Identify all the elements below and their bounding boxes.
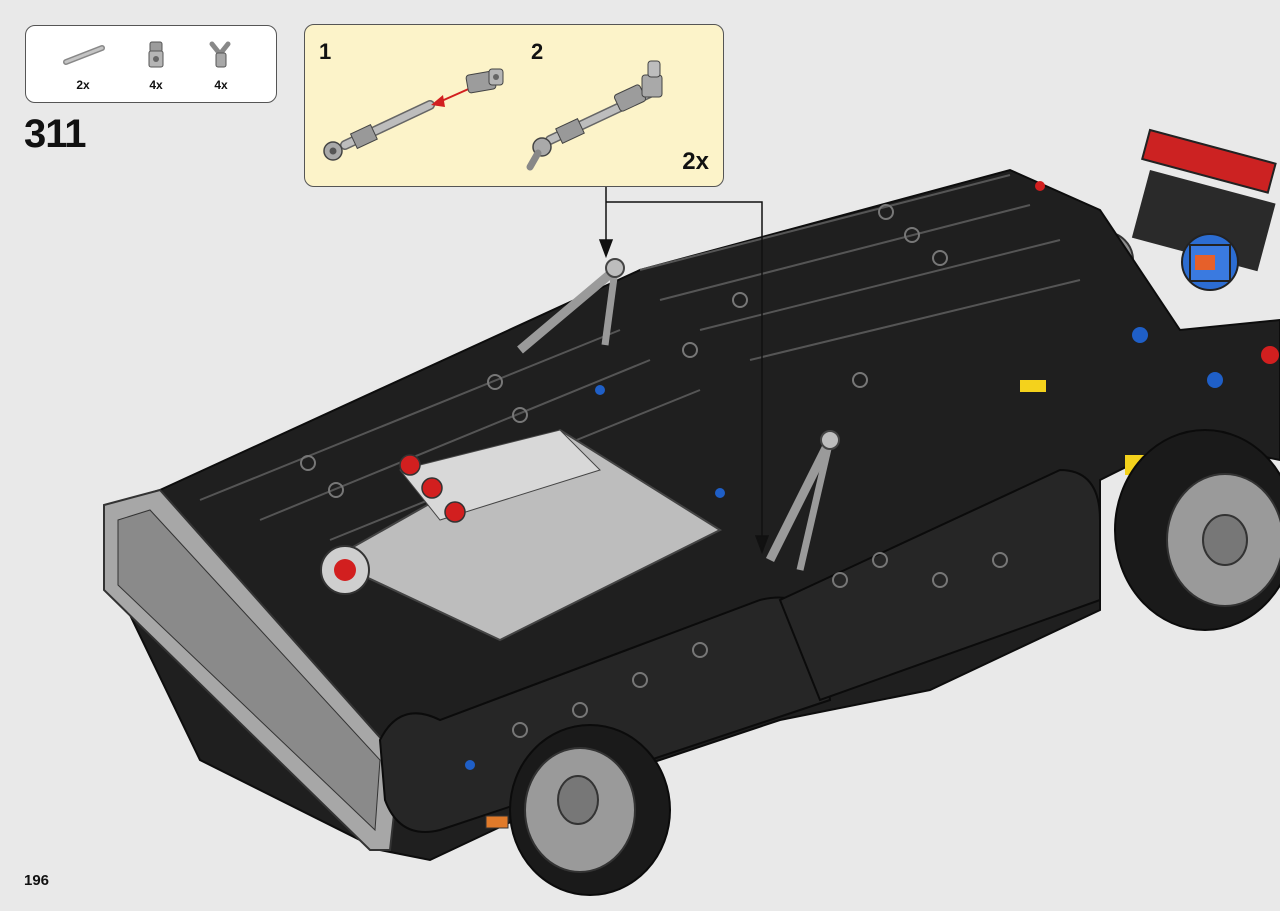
step-number: 311 <box>24 112 87 156</box>
substep-2-illustration <box>526 60 663 171</box>
parts-item: 4x <box>131 36 181 98</box>
parts-qty: 4x <box>149 78 163 92</box>
parts-item: 4x <box>196 36 246 98</box>
ball-joint-icon <box>209 41 231 68</box>
substep-1-illustration <box>323 68 504 161</box>
axle-icon <box>63 45 105 65</box>
substep-multiplier: 2x <box>682 148 709 175</box>
parts-qty: 2x <box>76 78 90 92</box>
connector-icon <box>148 41 164 68</box>
parts-list-box: 2x 4x 4x <box>25 25 277 103</box>
suspension-struts <box>517 258 840 571</box>
parts-item: 2x <box>58 36 108 98</box>
front-wheel <box>509 724 671 896</box>
substep-1-label: 1 <box>319 39 332 64</box>
callout-lines <box>598 187 770 555</box>
subassembly-callout: 1 2 2x <box>304 24 724 187</box>
parts-qty: 4x <box>214 78 228 92</box>
substep-2-label: 2 <box>531 39 544 64</box>
page-number: 196 <box>24 872 50 889</box>
rear-wheel <box>1114 429 1280 631</box>
car-body <box>103 168 1280 862</box>
